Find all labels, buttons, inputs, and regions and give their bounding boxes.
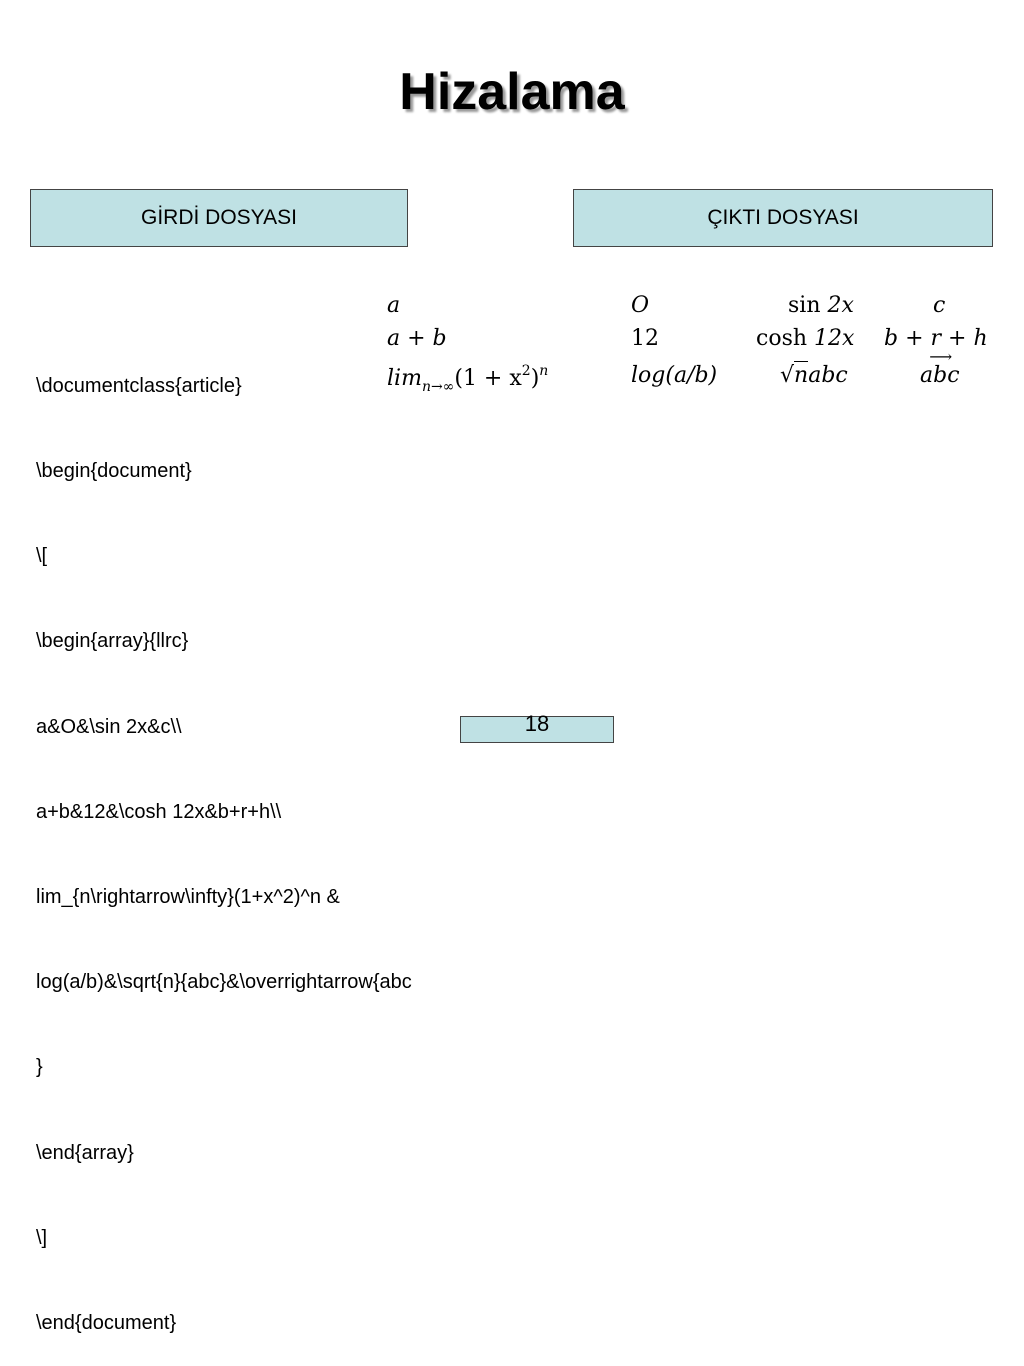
- math-lim: lim: [387, 366, 422, 391]
- latex-source-code: \documentclass{article} \begin{document}…: [36, 315, 412, 1366]
- code-line: \begin{document}: [36, 460, 192, 483]
- code-line: a+b&12&\cosh 12x&b+r+h\\: [36, 800, 282, 823]
- math-cell-r3c1: limn→∞(1 + x2)n: [387, 363, 548, 395]
- code-line: \end{document}: [36, 1312, 177, 1335]
- math-body: (1 + x: [454, 366, 522, 391]
- math-cell-r1c1: a: [387, 293, 401, 318]
- math-fn-sin: sin: [788, 293, 821, 318]
- output-file-header-label: ÇIKTI DOSYASI: [707, 206, 859, 229]
- right-arrow-icon: ⟶: [929, 347, 952, 366]
- math-cell-r2c3: cosh 12x: [756, 326, 854, 351]
- code-line: log(a/b)&\sqrt{n}{abc}&\overrightarrow{a…: [36, 971, 412, 994]
- code-line: }: [36, 1056, 43, 1079]
- sqrt-icon: √: [780, 363, 795, 388]
- math-cell-r3c4: ⟶abc: [920, 347, 960, 388]
- code-line: \documentclass{article}: [36, 374, 242, 397]
- math-cell-r2c1: a + b: [387, 326, 447, 351]
- code-line: \begin{array}{llrc}: [36, 630, 189, 653]
- code-line: a&O&\sin 2x&c\\: [36, 715, 182, 738]
- page-number: 18: [460, 713, 614, 743]
- math-fn-cosh: cosh: [756, 326, 808, 351]
- math-cell-r3c2: log(a/b): [631, 363, 718, 388]
- math-subscript: n→∞: [421, 379, 455, 395]
- math-cell-r2c2: 12: [631, 326, 659, 351]
- math-cell-r1c2: O: [631, 293, 650, 318]
- math-text: abc: [920, 363, 960, 388]
- code-line: \]: [36, 1226, 48, 1249]
- input-file-header-label: GİRDİ DOSYASI: [141, 206, 297, 229]
- math-superscript: n: [539, 363, 549, 379]
- slide-title: Hizalama: [399, 63, 625, 121]
- code-line: lim_{n\rightarrow\infty}(1+x^2)^n &: [36, 886, 340, 909]
- math-cell-r1c4: c: [933, 293, 946, 318]
- math-superscript: 2: [521, 363, 531, 379]
- output-file-header: ÇIKTI DOSYASI: [573, 189, 993, 247]
- overrightarrow: ⟶abc: [920, 347, 960, 388]
- math-close-paren: ): [530, 366, 540, 391]
- math-cell-r2c4: b + r + h: [884, 326, 988, 351]
- math-cell-r3c3: √nabc: [780, 361, 848, 388]
- code-line: \end{array}: [36, 1141, 134, 1164]
- rendered-array-output: a O sin 2x c a + b 12 cosh 12x b + r + h…: [385, 287, 1005, 397]
- math-radicand: n: [794, 361, 809, 388]
- code-line: \[: [36, 545, 48, 568]
- input-file-header: GİRDİ DOSYASI: [30, 189, 408, 247]
- math-arg: 2x: [827, 293, 854, 318]
- math-text: abc: [808, 363, 848, 388]
- math-cell-r1c3: sin 2x: [788, 293, 854, 318]
- math-arg: 12x: [814, 326, 855, 351]
